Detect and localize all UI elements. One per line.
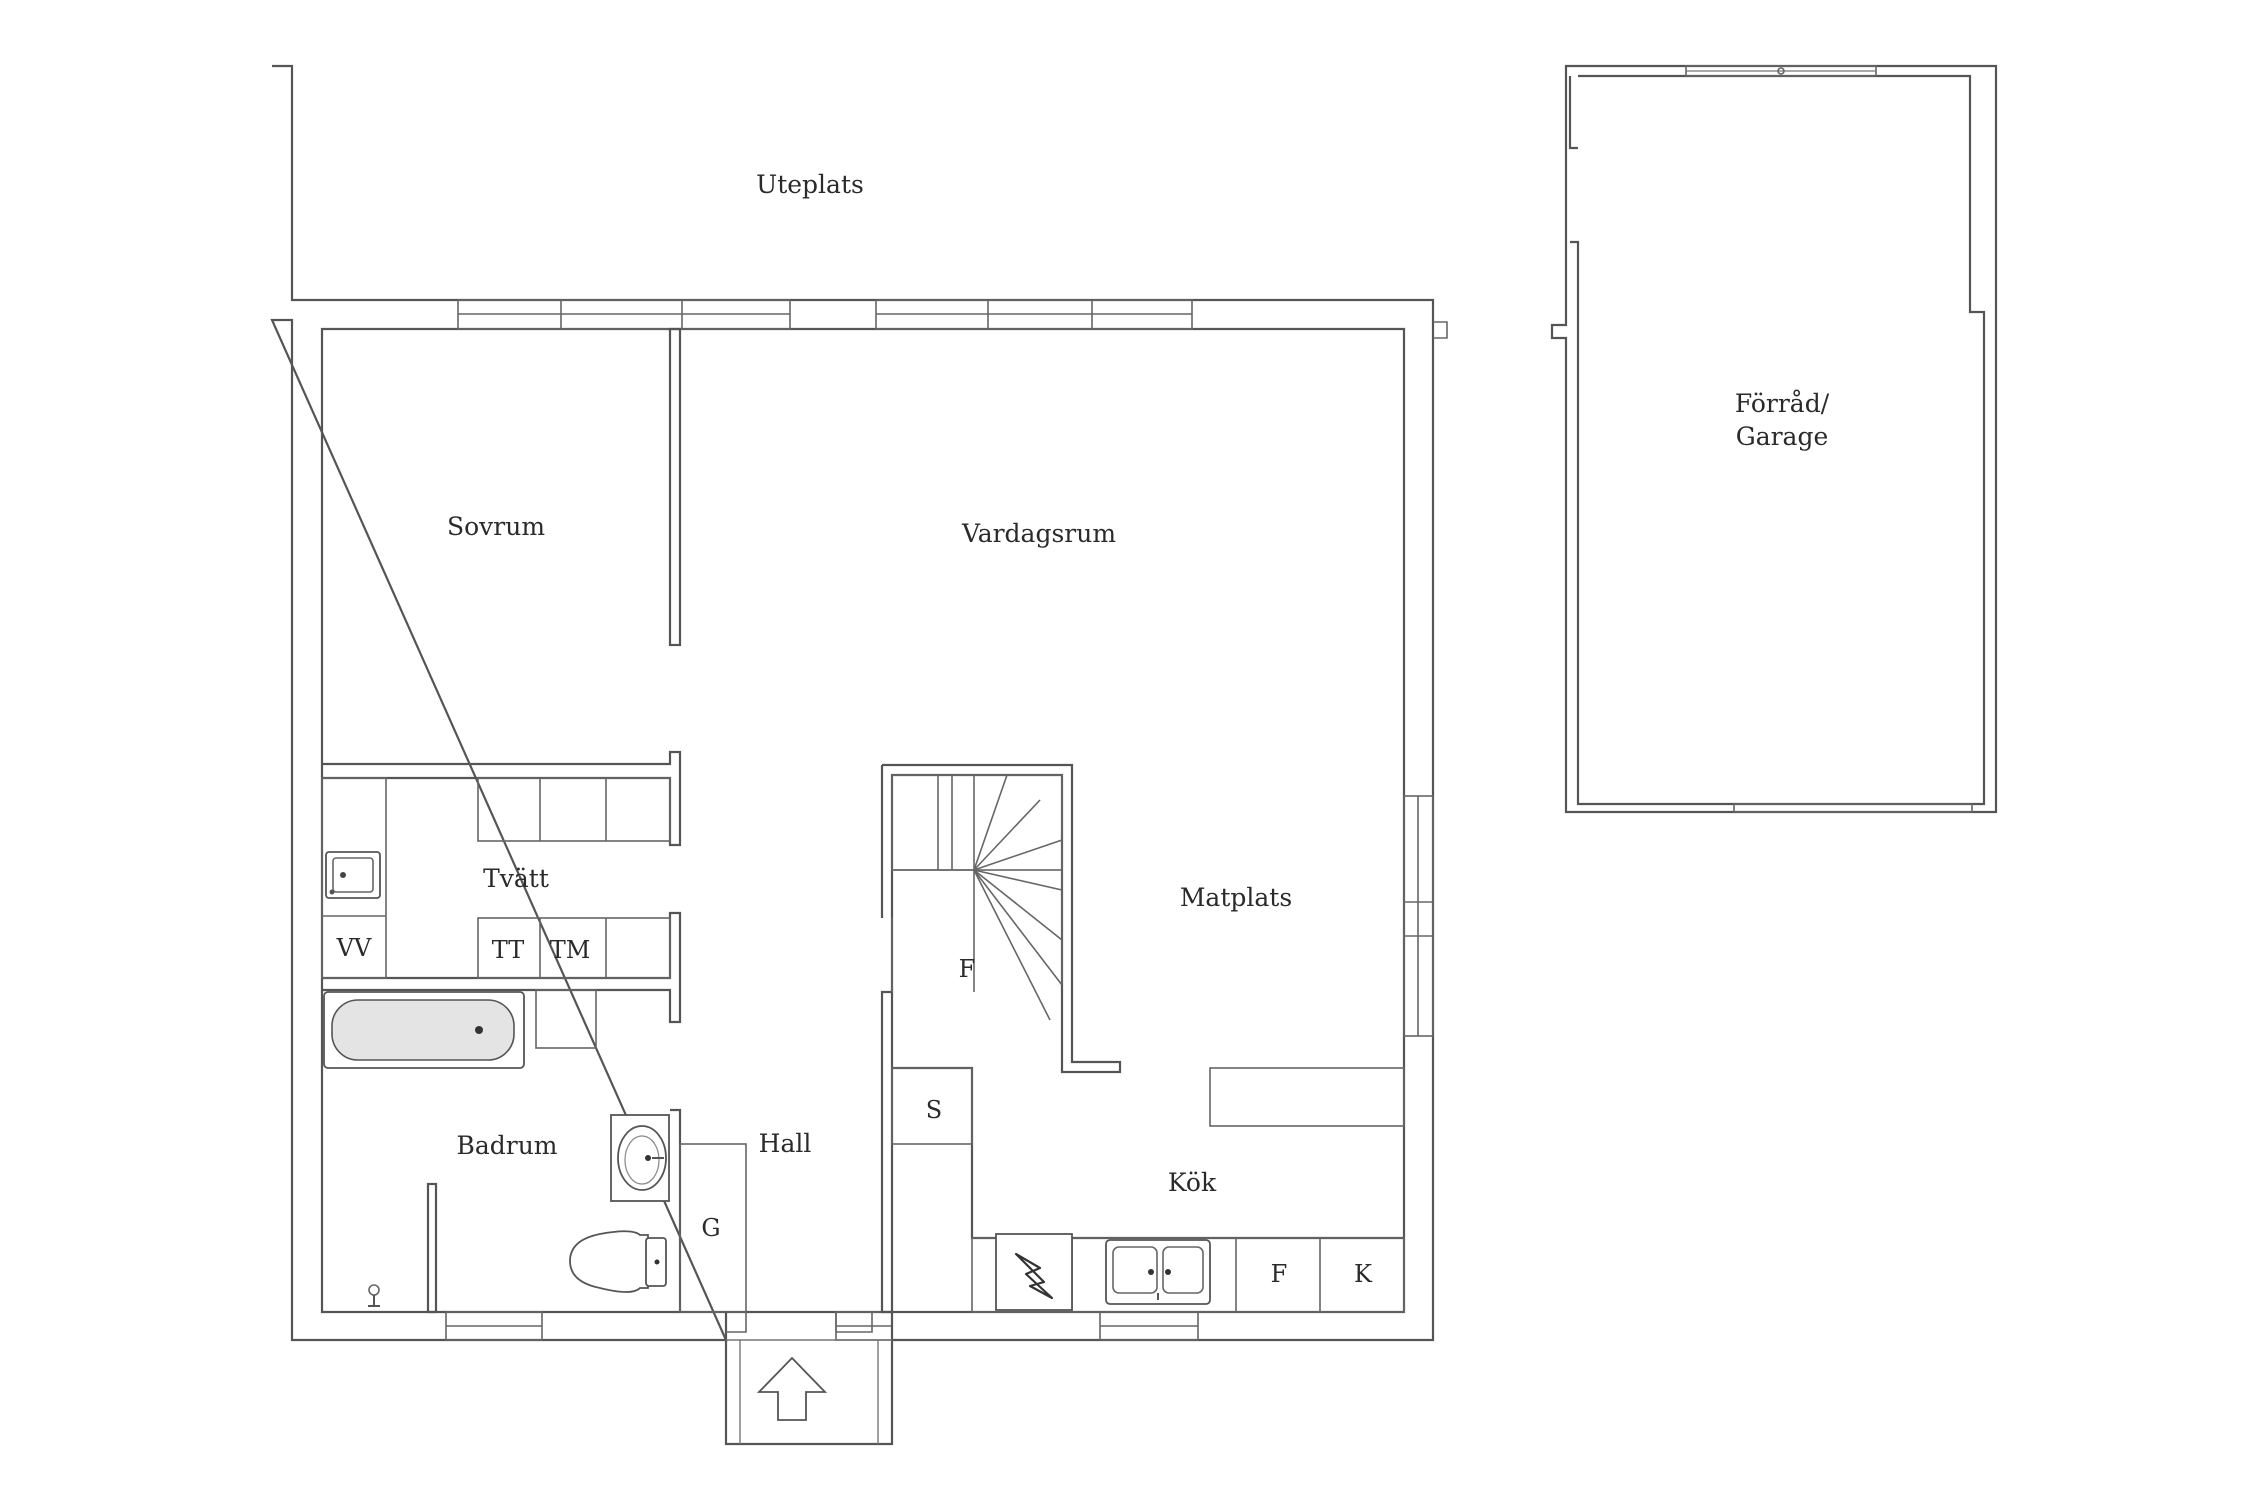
fixture-labels: VV TT TM F S G F K: [336, 934, 1373, 1288]
label-f-kitchen: F: [1271, 1260, 1288, 1288]
label-s: S: [926, 1096, 942, 1124]
stove-icon: [995, 1233, 1073, 1311]
kitchen-storage: [891, 1067, 973, 1145]
label-sovrum: Sovrum: [447, 512, 545, 541]
floor-drain-icon: [368, 1284, 380, 1307]
laundry-sink-icon: [325, 851, 381, 899]
label-uteplats: Uteplats: [756, 170, 864, 199]
label-tm: TM: [550, 936, 591, 964]
kitchen-sink-icon: [1105, 1239, 1211, 1305]
room-labels: Uteplats Sovrum Vardagsrum Tvätt Matplat…: [447, 170, 1830, 1197]
label-tvatt: Tvätt: [483, 864, 549, 893]
laundry-cabinets: [321, 777, 671, 1049]
label-g: G: [701, 1214, 720, 1242]
windows-top: [457, 299, 1193, 330]
kitchen-counter: [971, 1067, 1405, 1313]
entrance: [724, 1312, 894, 1446]
label-k: K: [1354, 1260, 1373, 1288]
label-badrum: Badrum: [456, 1131, 557, 1160]
hall-closet: [679, 1143, 747, 1313]
label-hall: Hall: [759, 1129, 812, 1158]
label-f-stair: F: [959, 955, 976, 983]
house-walls: [270, 64, 1448, 1342]
label-garage: Garage: [1736, 422, 1829, 451]
sink-icon: [610, 1114, 670, 1202]
label-vv: VV: [336, 934, 372, 962]
bathtub-icon: [323, 991, 525, 1069]
label-tt: TT: [492, 936, 524, 964]
windows-right: [1403, 795, 1434, 1037]
interior-walls: [322, 327, 1404, 1314]
label-matplats: Matplats: [1180, 883, 1292, 912]
garage-walls: [1550, 64, 1998, 814]
label-forrad: Förråd/: [1735, 389, 1830, 418]
entrance-arrow-icon: [756, 1356, 828, 1421]
windows-bottom: [445, 1311, 1199, 1341]
toilet-icon: [569, 1230, 667, 1293]
label-kok: Kök: [1168, 1168, 1217, 1197]
label-vardagsrum: Vardagsrum: [961, 519, 1116, 548]
staircase: [891, 774, 1063, 1021]
